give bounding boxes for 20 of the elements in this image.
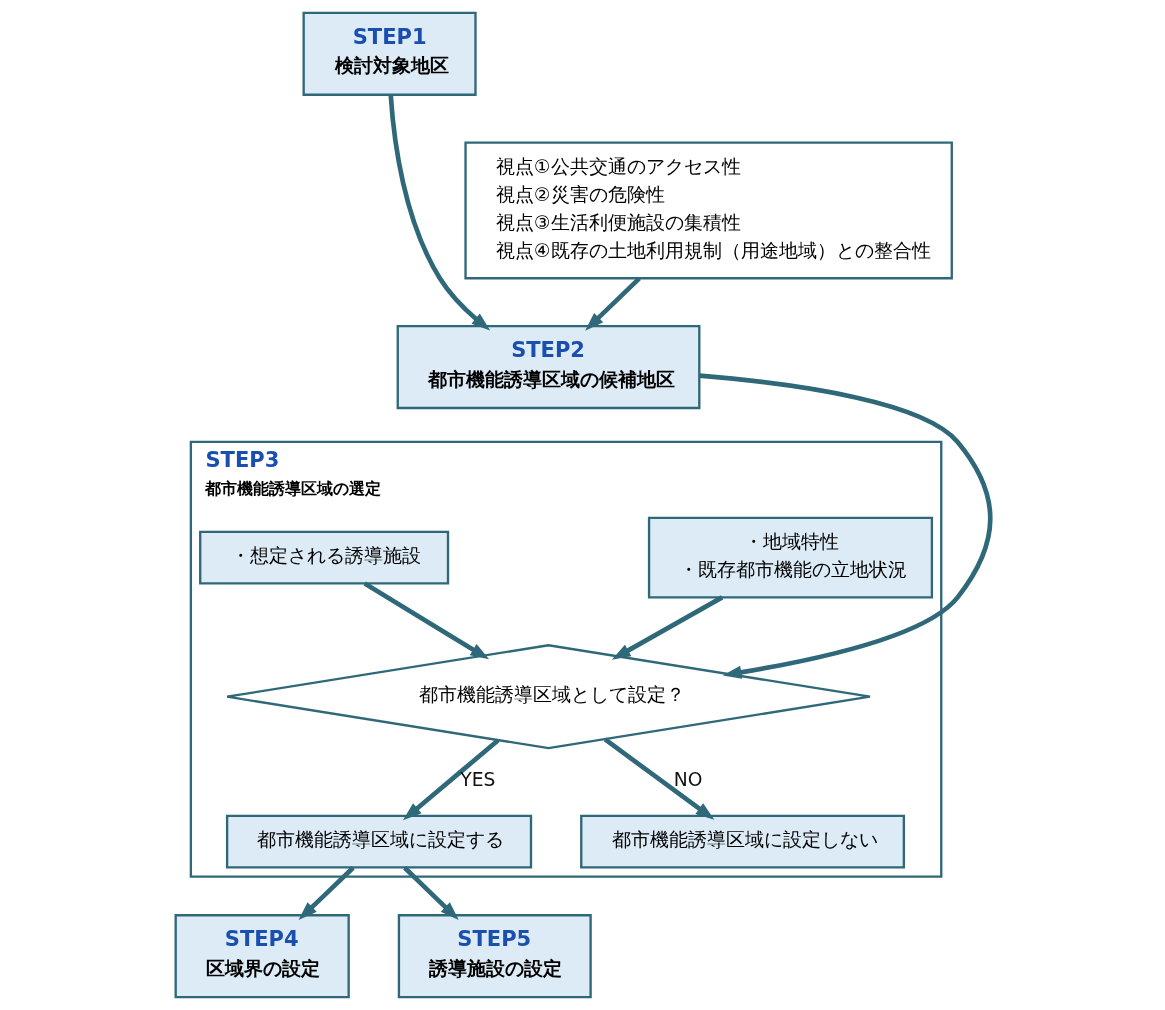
edge-label: YES bbox=[459, 769, 495, 791]
node-box: 都市機能誘導区域に設定する bbox=[225, 814, 532, 869]
arrow bbox=[603, 737, 714, 820]
arrow bbox=[402, 738, 500, 821]
arrow bbox=[584, 276, 641, 331]
arrow bbox=[363, 581, 489, 660]
node-box: STEP5 誘導施設の設定 bbox=[397, 914, 592, 999]
node-box: 都市機能誘導区域に設定しない bbox=[579, 814, 905, 869]
node-box: STEP1 検討対象地区 bbox=[302, 11, 477, 96]
node-box: ・想定される誘導施設 bbox=[198, 530, 449, 585]
node-box: STEP2 都市機能誘導区域の候補地区 bbox=[396, 325, 700, 410]
node-box: ・地域特性 ・既存都市機能の立地状況 bbox=[647, 516, 933, 599]
node-box: 視点①公共交通のアクセス性 視点②災害の危険性 視点③生活利便施設の集積性 視点④既存の土地利用規制（用途地域）との整合性 bbox=[463, 141, 953, 280]
arrow bbox=[387, 94, 490, 331]
arrow bbox=[698, 373, 993, 679]
node-box: STEP4 区域界の設定 bbox=[174, 914, 350, 999]
arrow bbox=[402, 866, 459, 921]
arrow bbox=[611, 595, 723, 660]
arrow bbox=[298, 866, 355, 921]
edge-label: NO bbox=[673, 769, 703, 791]
